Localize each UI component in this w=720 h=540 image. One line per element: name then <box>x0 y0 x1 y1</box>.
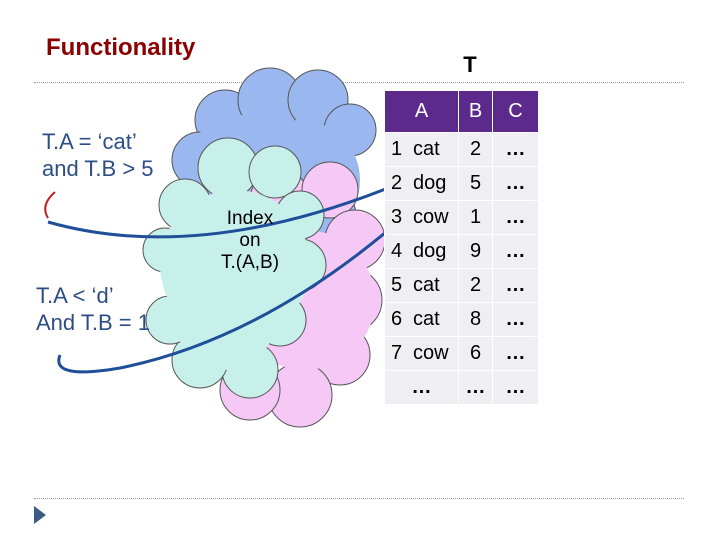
cell-b: 2 <box>458 132 493 167</box>
table-row: 3 cow 1… <box>384 200 539 235</box>
header-c: C <box>492 90 539 133</box>
row-id: 1 <box>391 138 403 160</box>
cell-b: 9 <box>458 234 493 269</box>
query-1-line-2: and T.B > 5 <box>42 156 154 181</box>
row-id: 7 <box>391 342 403 364</box>
table-row: 5 cat 2… <box>384 268 539 303</box>
cell-a-value: cow <box>413 342 449 364</box>
cell-a: 6 cat <box>384 302 459 337</box>
cell-c: … <box>492 302 539 337</box>
slide-title: Functionality <box>46 34 196 61</box>
query1-connector <box>44 191 56 219</box>
table-row: 6 cat 8… <box>384 302 539 337</box>
table-row: 4 dog 9… <box>384 234 539 269</box>
cell-a-value: dog <box>413 240 447 262</box>
cell-a-value: cat <box>413 138 440 160</box>
cell-a-value: cow <box>413 206 449 228</box>
cell-b: 2 <box>458 268 493 303</box>
row-id: 3 <box>391 206 403 228</box>
query-2: T.A < ‘d’ And T.B = 1 <box>36 282 150 336</box>
cell-c: … <box>492 166 539 201</box>
cell-c: … <box>492 200 539 235</box>
cell-c: … <box>492 132 539 167</box>
cell-ellipsis: … <box>492 370 539 405</box>
header-a: A <box>384 90 459 133</box>
cell-a: 7 cow <box>384 336 459 371</box>
cell-c: … <box>492 268 539 303</box>
cell-c: … <box>492 336 539 371</box>
query-1-line-1: T.A = ‘cat’ <box>42 129 137 154</box>
cell-a-value: dog <box>413 172 447 194</box>
index-label-line-2: on <box>239 230 261 251</box>
cell-ellipsis: … <box>384 370 459 405</box>
row-id: 5 <box>391 274 403 296</box>
table-name: T <box>463 52 477 77</box>
cell-b: 8 <box>458 302 493 337</box>
cell-b: 1 <box>458 200 493 235</box>
cell-b: 5 <box>458 166 493 201</box>
table-header-row: A B C <box>384 90 539 133</box>
table-row: 2 dog 5… <box>384 166 539 201</box>
cloud-green <box>142 137 327 399</box>
row-id: 6 <box>391 308 403 330</box>
cell-c: … <box>492 234 539 269</box>
index-label-line-1: Index <box>226 208 274 229</box>
row-id: 2 <box>391 172 403 194</box>
footer-divider <box>34 498 684 499</box>
table-row-ellipsis: ……… <box>384 370 539 405</box>
index-label-line-3: T.(A,B) <box>220 252 280 273</box>
cell-a: 4 dog <box>384 234 459 269</box>
query-2-line-1: T.A < ‘d’ <box>36 283 114 308</box>
cell-a-value: cat <box>413 274 440 296</box>
index-label: Index on T.(A,B) <box>182 208 318 274</box>
cell-a: 2 dog <box>384 166 459 201</box>
header-b: B <box>458 90 493 133</box>
bullet-arrow-icon <box>34 506 46 524</box>
cell-a: 3 cow <box>384 200 459 235</box>
cell-a: 5 cat <box>384 268 459 303</box>
cell-ellipsis: … <box>458 370 493 405</box>
cell-b: 6 <box>458 336 493 371</box>
query-2-line-2: And T.B = 1 <box>36 310 150 335</box>
row-id: 4 <box>391 240 403 262</box>
query-1: T.A = ‘cat’ and T.B > 5 <box>42 128 154 182</box>
title-divider <box>34 82 684 83</box>
table-row: 1 cat 2… <box>384 132 539 167</box>
cell-a-value: cat <box>413 308 440 330</box>
table-row: 7 cow 6… <box>384 336 539 371</box>
cell-a: 1 cat <box>384 132 459 167</box>
